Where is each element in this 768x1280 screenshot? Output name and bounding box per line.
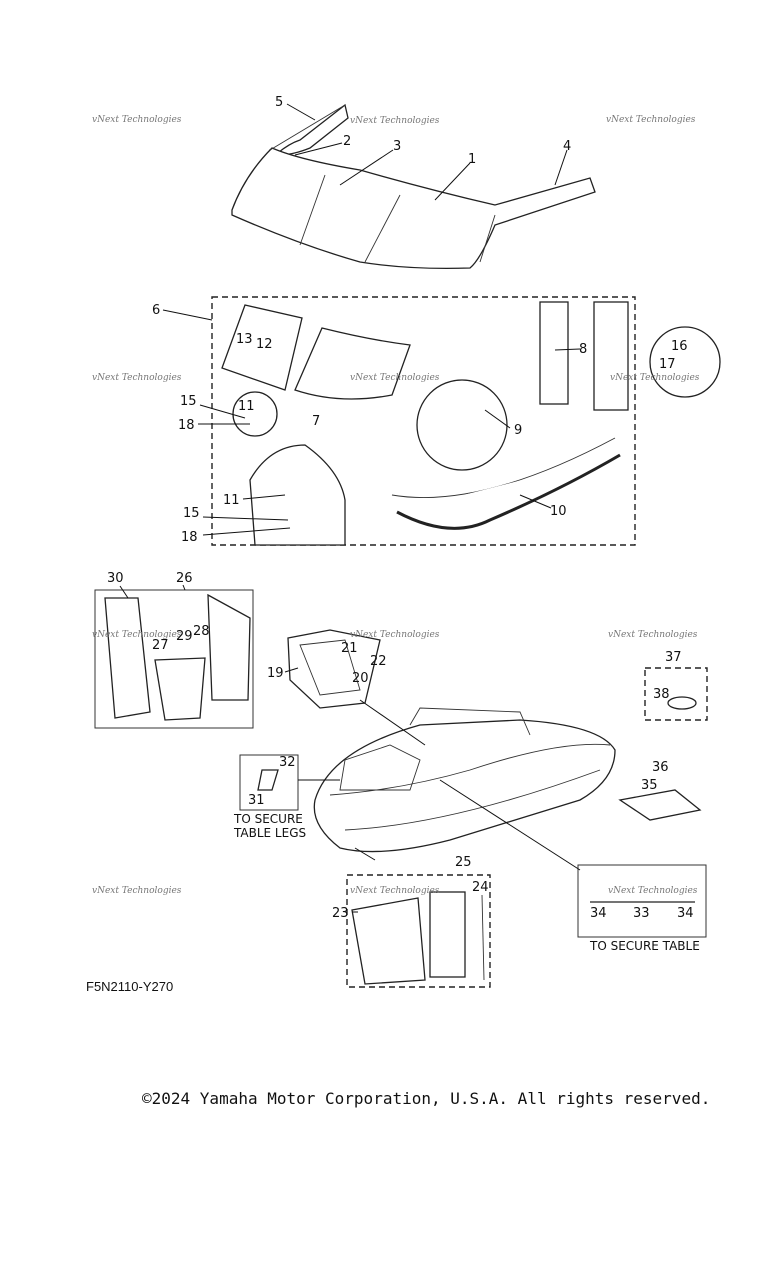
cupholder-part: [667, 696, 697, 710]
callout-9: 9: [514, 423, 522, 438]
callout-35: 35: [641, 778, 658, 793]
panel-kit-parts: [351, 891, 485, 985]
watermark: vNext Technologies: [350, 116, 440, 126]
leader-lines: [119, 103, 581, 913]
storage-kit-parts: [104, 593, 251, 721]
watermark: vNext Technologies: [610, 373, 700, 383]
callout-23: 23: [332, 906, 349, 921]
watermark: vNext Technologies: [608, 630, 698, 640]
callout-25: 25: [455, 855, 472, 870]
callout-18: 18: [178, 418, 195, 433]
windshield-assembly: [231, 103, 596, 270]
watermark-group: vNext Technologies vNext Technologies vN…: [92, 115, 700, 896]
panel-kit-box: [346, 874, 491, 988]
watermark: vNext Technologies: [92, 630, 182, 640]
watermark: vNext Technologies: [92, 115, 182, 125]
callout-28: 28: [193, 624, 210, 639]
callout-1: 1: [468, 152, 476, 167]
callout-group: 1 2 3 4 5 6 7 8 9 10 11 11 12 13 15 15 1…: [107, 95, 694, 921]
table-leg-clip: [257, 769, 279, 791]
note-table-legs: TO SECURE: [233, 812, 303, 826]
table-secure-kit-box: [577, 864, 707, 938]
callout-24: 24: [472, 880, 489, 895]
callout-11: 11: [223, 493, 240, 508]
callout-17: 17: [659, 357, 676, 372]
callout-2: 2: [343, 134, 351, 149]
watermark: vNext Technologies: [350, 886, 440, 896]
glovebox-part: [287, 629, 381, 709]
note-secure-table: TO SECURE TABLE: [589, 939, 700, 953]
watermark: vNext Technologies: [606, 115, 696, 125]
callout-3: 3: [393, 139, 401, 154]
kit-box-6: [211, 296, 636, 546]
callout-33: 33: [633, 906, 650, 921]
watermark: vNext Technologies: [92, 373, 182, 383]
copyright-notice: ©2024 Yamaha Motor Corporation, U.S.A. A…: [142, 1089, 711, 1108]
callout-27: 27: [152, 638, 169, 653]
callout-34: 34: [677, 906, 694, 921]
callout-13: 13: [236, 332, 253, 347]
callout-6: 6: [152, 303, 160, 318]
callout-10: 10: [550, 504, 567, 519]
callout-36: 36: [652, 760, 669, 775]
callout-15: 15: [180, 394, 197, 409]
reference-code: F5N2110-Y270: [86, 979, 174, 994]
callout-8: 8: [579, 342, 587, 357]
callout-37: 37: [665, 650, 682, 665]
callout-29: 29: [176, 629, 193, 644]
callout-11: 11: [238, 399, 255, 414]
callout-20: 20: [352, 671, 369, 686]
callout-22: 22: [370, 654, 387, 669]
callout-32: 32: [279, 755, 296, 770]
kit-6-parts: [221, 301, 721, 546]
callout-19: 19: [267, 666, 284, 681]
boat-hull: [313, 707, 616, 853]
callout-18: 18: [181, 530, 198, 545]
watermark: vNext Technologies: [608, 886, 698, 896]
note-table-legs: TABLE LEGS: [233, 826, 306, 840]
callout-21: 21: [341, 641, 358, 656]
cupholder-kit-box: [644, 667, 708, 721]
callout-12: 12: [256, 337, 273, 352]
callout-4: 4: [563, 139, 571, 154]
watermark: vNext Technologies: [92, 886, 182, 896]
callout-30: 30: [107, 571, 124, 586]
callout-34: 34: [590, 906, 607, 921]
watermark: vNext Technologies: [350, 373, 440, 383]
callout-5: 5: [275, 95, 283, 110]
callout-31: 31: [248, 793, 265, 808]
callout-7: 7: [312, 414, 320, 429]
watermark: vNext Technologies: [350, 630, 440, 640]
callout-38: 38: [653, 687, 670, 702]
tray-part: [618, 789, 702, 821]
callout-16: 16: [671, 339, 688, 354]
callout-15: 15: [183, 506, 200, 521]
callout-26: 26: [176, 571, 193, 586]
